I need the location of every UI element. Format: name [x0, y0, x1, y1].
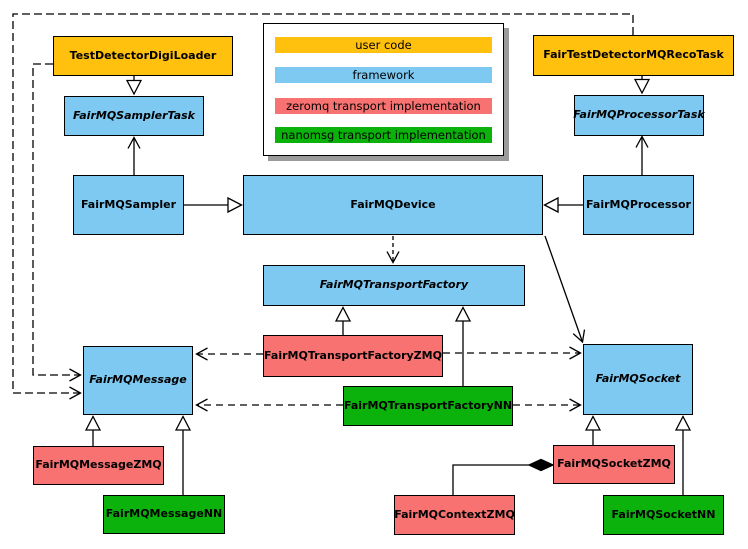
node-fairmqdevice: FairMQDevice [243, 175, 543, 235]
node-fairmqsocket: FairMQSocket [583, 344, 693, 415]
legend-item-zeromq: zeromq transport implementation [275, 98, 492, 114]
node-testdetectordigiloader: TestDetectorDigiLoader [53, 36, 233, 76]
node-label: FairMQMessage [89, 373, 187, 387]
node-label: FairMQProcessorTask [573, 108, 705, 122]
node-fairmqmessage: FairMQMessage [83, 346, 193, 415]
legend-label: zeromq transport implementation [286, 99, 481, 113]
node-label: FairMQTransportFactoryNN [343, 398, 513, 412]
node-label: FairMQSamplerTask [73, 108, 195, 122]
node-fairmqsocketzmq: FairMQSocketZMQ [553, 445, 675, 484]
node-fairmqsamplertask: FairMQSamplerTask [64, 96, 204, 136]
legend-label: framework [352, 68, 415, 82]
node-label: TestDetectorDigiLoader [69, 48, 217, 62]
node-label: FairMQSampler [80, 197, 177, 211]
edge-dep-recotask-message [12, 13, 634, 400]
node-fairmqprocessor: FairMQProcessor [583, 175, 694, 235]
node-label: FairMQTransportFactory [319, 278, 469, 292]
node-fairmqtransportfactory: FairMQTransportFactory [263, 265, 525, 306]
node-label: FairMQTransportFactoryZMQ [264, 348, 442, 362]
node-label: FairTestDetectorMQRecoTask [543, 48, 724, 62]
legend-label: user code [355, 38, 412, 52]
node-fairmqmessagenn: FairMQMessageNN [103, 495, 225, 534]
node-fairmqcontextzmq: FairMQContextZMQ [394, 495, 515, 535]
legend-item-user-code: user code [275, 37, 492, 53]
node-label: FairMQSocketZMQ [557, 457, 671, 471]
node-fairmqtransportfactorynn: FairMQTransportFactoryNN [343, 386, 513, 426]
edge-comp-socketzmq-contextzmq [452, 464, 529, 495]
legend-box: user code framework zeromq transport imp… [263, 23, 504, 156]
node-label: FairMQProcessor [586, 197, 691, 211]
node-label: FairMQSocketNN [611, 507, 716, 521]
node-fairmqmessagezmq: FairMQMessageZMQ [33, 446, 164, 485]
legend-label: nanomsg transport implementation [281, 128, 486, 142]
node-fairtestdetectormqrecotask: FairTestDetectorMQRecoTask [533, 35, 734, 76]
node-label: FairMQDevice [350, 197, 436, 211]
node-label: FairMQMessageZMQ [35, 458, 162, 472]
node-fairmqsampler: FairMQSampler [73, 175, 184, 235]
node-fairmqsocketnn: FairMQSocketNN [603, 495, 724, 535]
node-label: FairMQContextZMQ [394, 507, 515, 521]
legend-item-framework: framework [275, 67, 492, 83]
node-label: FairMQMessageNN [105, 507, 223, 521]
legend-item-nanomsg: nanomsg transport implementation [275, 127, 492, 143]
composition-diamond [527, 458, 555, 472]
node-fairmqprocessortask: FairMQProcessorTask [573, 95, 705, 136]
edge-assoc-device-socket [544, 235, 586, 344]
node-label: FairMQSocket [595, 372, 681, 386]
node-fairmqtransportfactoryzmq: FairMQTransportFactoryZMQ [263, 335, 443, 377]
edge-dep-digiloader-message [32, 63, 82, 382]
